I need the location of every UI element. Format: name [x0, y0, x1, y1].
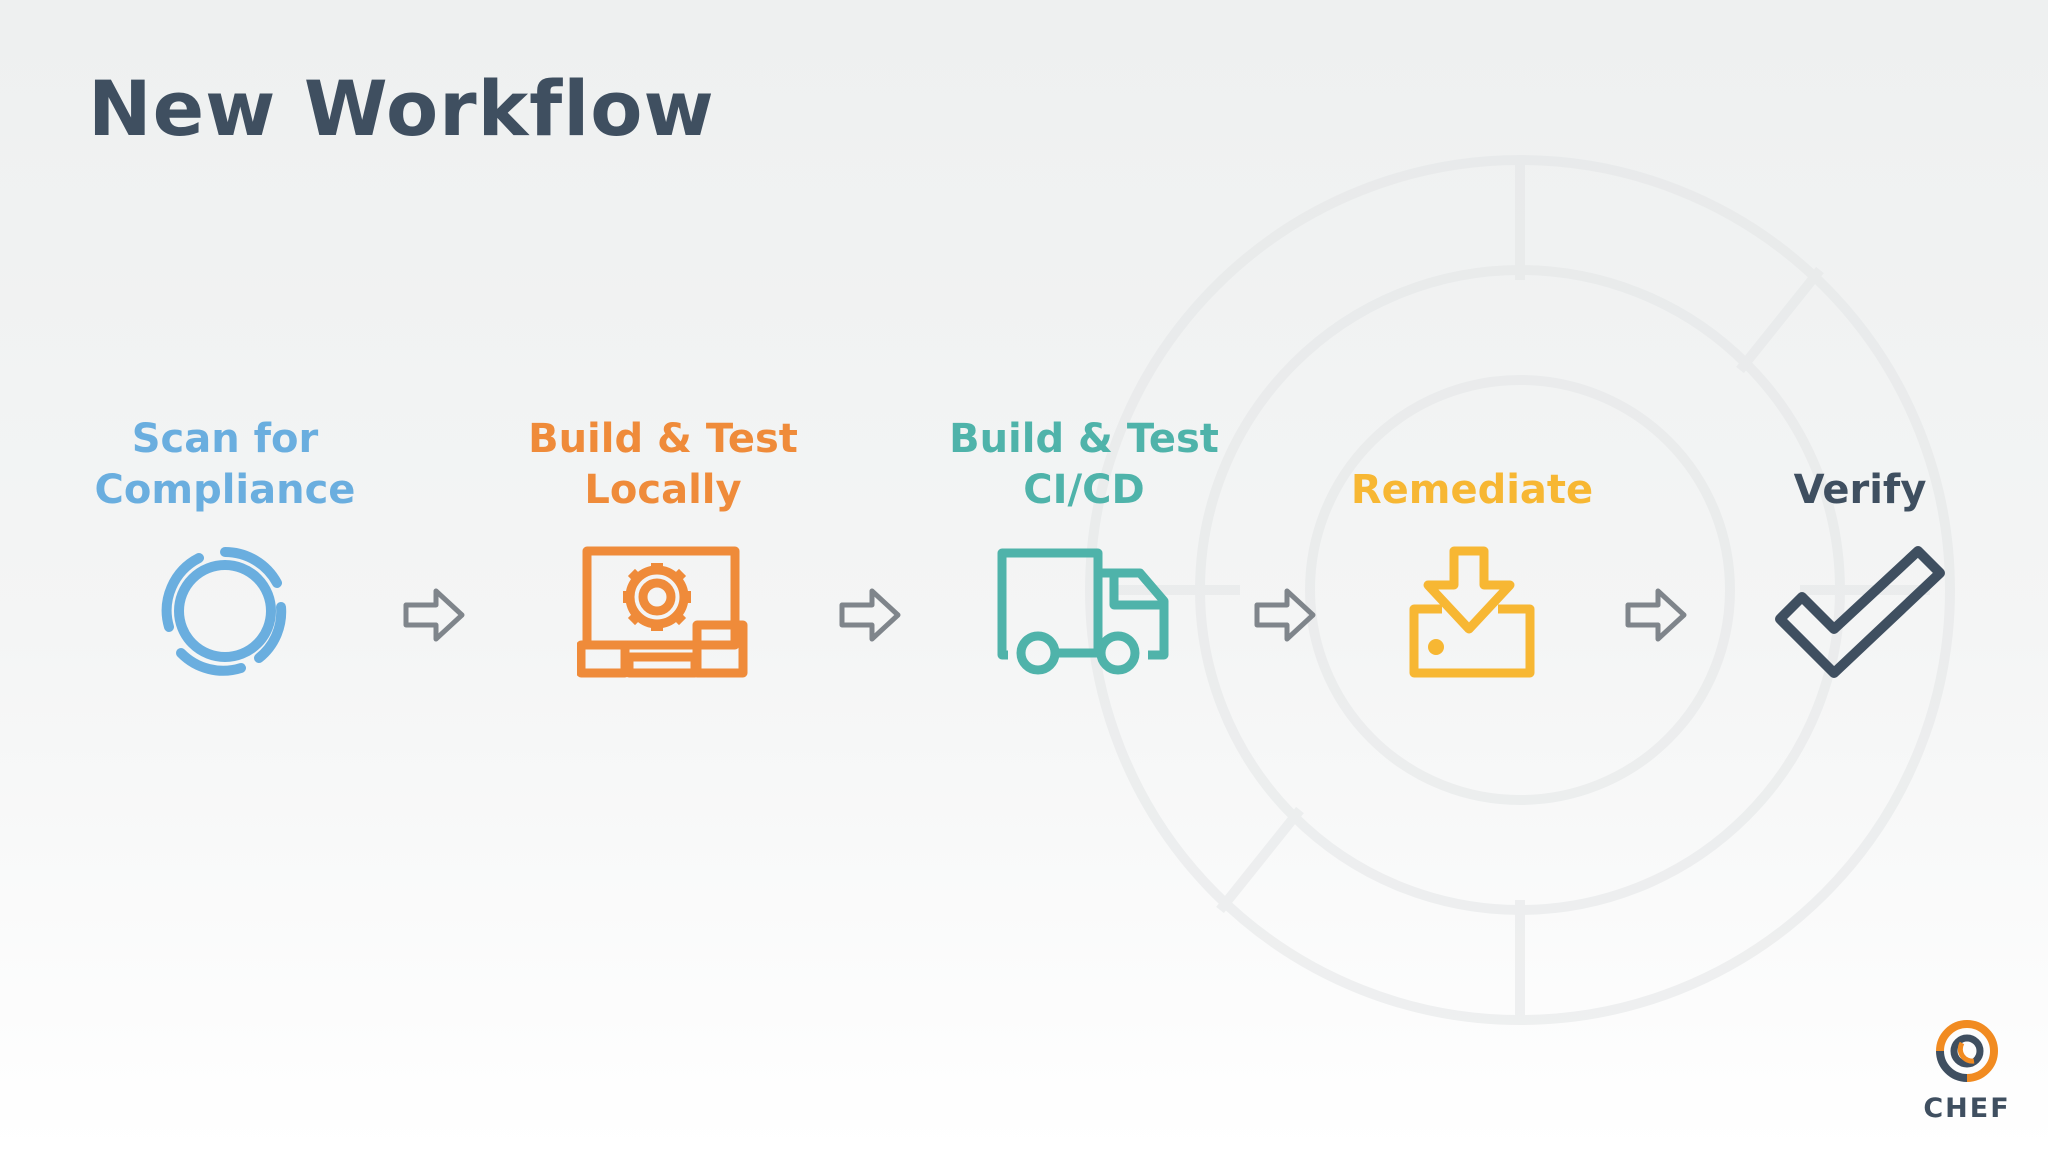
step-label: Verify	[1793, 467, 1927, 513]
chef-logo: CHEF	[1912, 1018, 2022, 1124]
step-label: Scan for Compliance	[94, 416, 356, 513]
chef-logo-icon	[1936, 1020, 1998, 1082]
right-arrow-icon	[1254, 588, 1316, 642]
right-arrow-icon	[839, 588, 901, 642]
workstation-gear-icon	[577, 546, 748, 678]
slide-title: New Workflow	[88, 64, 715, 153]
checkmark-icon	[1775, 546, 1945, 678]
download-tray-icon	[1409, 546, 1535, 678]
step-label: Build & Test Locally	[528, 416, 798, 513]
delivery-truck-icon	[997, 548, 1169, 675]
background-watermark	[1085, 155, 1955, 1025]
scan-ring-icon	[161, 546, 287, 676]
right-arrow-icon	[1625, 588, 1687, 642]
step-label: Remediate	[1350, 467, 1594, 513]
chef-logo-text: CHEF	[1923, 1093, 2011, 1124]
step-label: Build & Test CI/CD	[949, 416, 1219, 513]
right-arrow-icon	[403, 588, 465, 642]
